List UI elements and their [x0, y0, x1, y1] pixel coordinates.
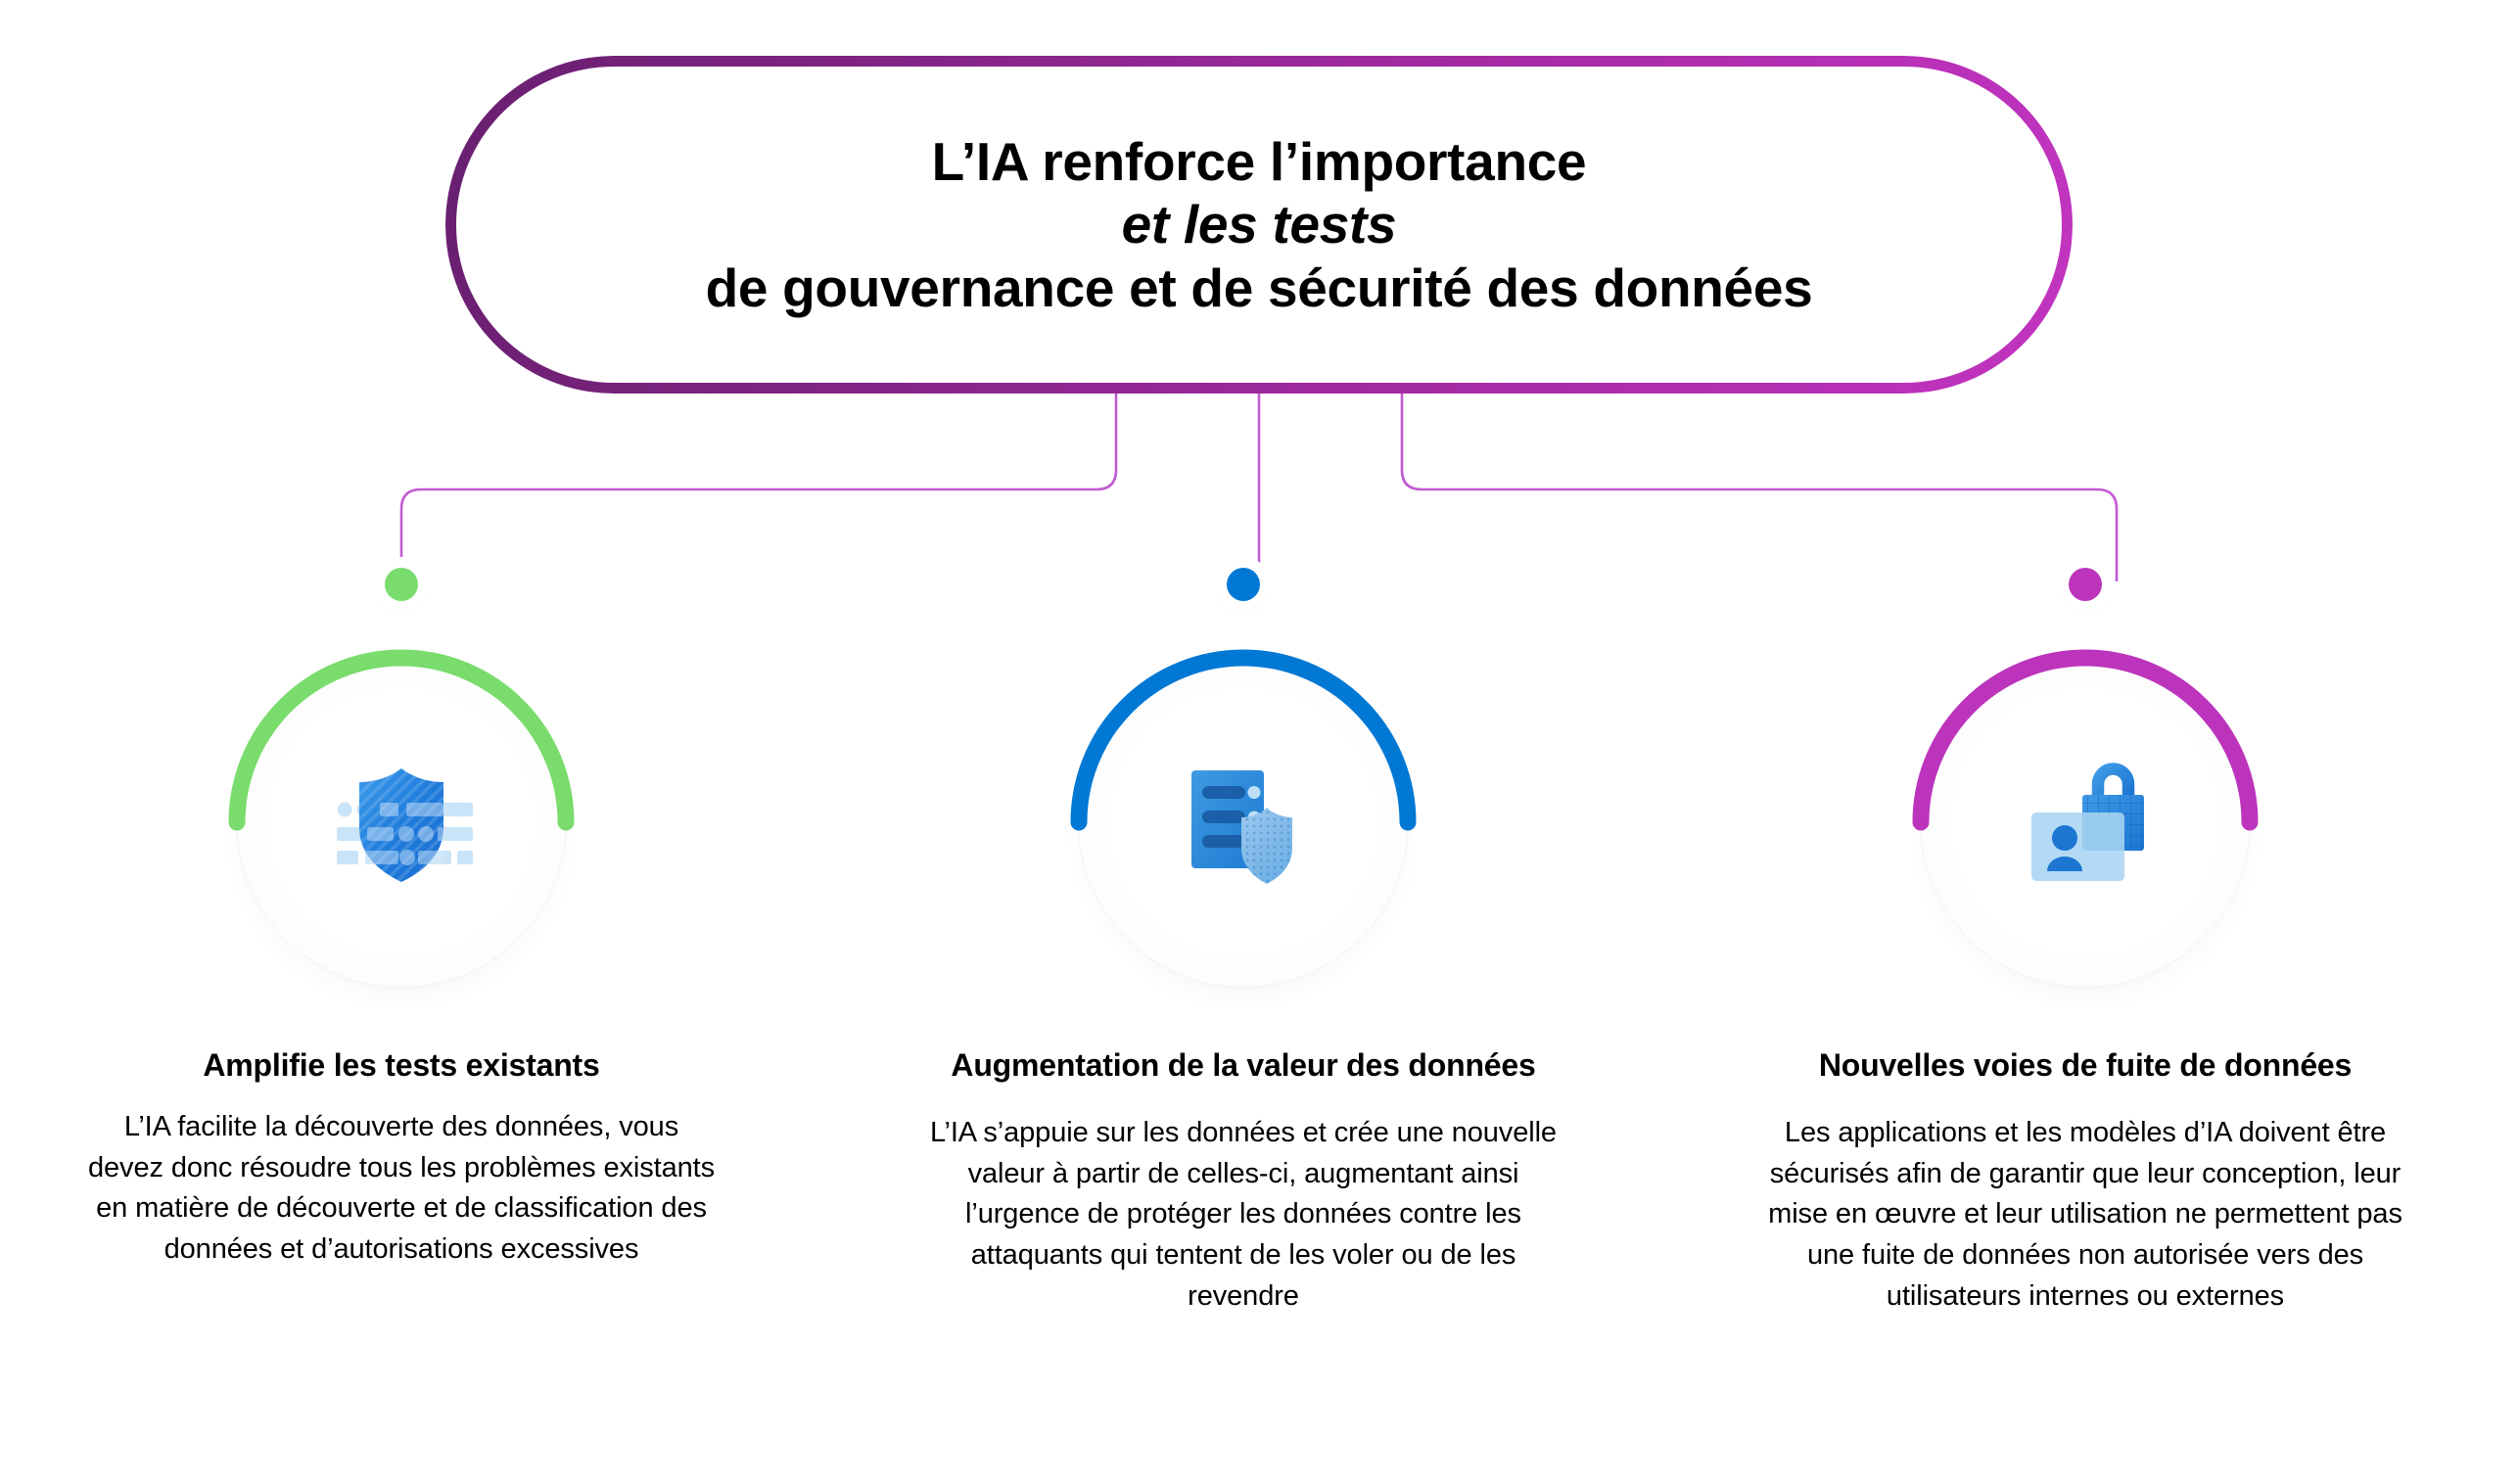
card-body: Les applications et les modèles d’IA doi…: [1768, 1116, 2402, 1312]
card-title: Nouvelles voies de fuite de données: [1818, 1047, 2353, 1083]
card-title: Augmentation de la valeur des données: [951, 1047, 1536, 1083]
card-amplifie-les-tests-existants: Amplifie les tests existants L’IA facili…: [10, 568, 793, 1271]
progress-arc-green: [228, 649, 575, 831]
card-body: L’IA s’appuie sur les données et crée un…: [930, 1116, 1557, 1312]
progress-arc-blue: [1070, 649, 1417, 831]
title-line-1: L’IA renforce l’importance: [931, 130, 1587, 192]
icon-ring-blue: [1048, 626, 1439, 1018]
title-line-2: et les tests: [1121, 194, 1397, 255]
node-dot-green: [385, 568, 418, 601]
card-nouvelles-voies-de-fuite-de-donnees: Nouvelles voies de fuite de données Les …: [1694, 568, 2477, 1318]
node-dot-magenta: [2069, 568, 2102, 601]
progress-arc-magenta: [1912, 649, 2259, 831]
server-shield-icon: [1170, 749, 1317, 896]
connector-right: [1400, 394, 2119, 581]
shield-data-classification-icon: [328, 749, 475, 896]
page-title: L’IA renforce l’importance et les tests …: [445, 56, 2073, 394]
card-title: Amplifie les tests existants: [203, 1047, 600, 1083]
card-body: L’IA facilite la découverte des données,…: [88, 1110, 715, 1266]
id-card-lock-icon: [2012, 749, 2159, 896]
card-augmentation-de-la-valeur-des-donnees: Augmentation de la valeur des données L’…: [852, 568, 1635, 1318]
node-dot-blue: [1227, 568, 1260, 601]
connector-left: [399, 394, 1118, 581]
main-title-box: L’IA renforce l’importance et les tests …: [445, 56, 2073, 394]
title-line-3: de gouvernance et de sécurité des donnée…: [705, 256, 1813, 318]
icon-ring-magenta: [1889, 626, 2281, 1018]
icon-ring-green: [206, 626, 597, 1018]
